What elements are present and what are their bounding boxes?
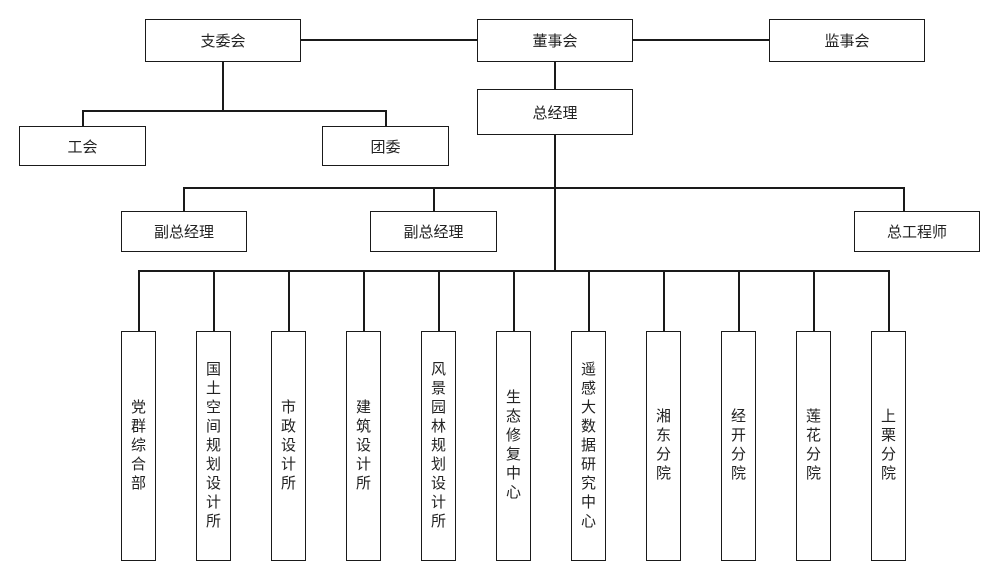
node-department: 建筑设计所: [346, 331, 381, 561]
connector-chief-up: [903, 187, 905, 212]
node-supervisory-board-label: 监事会: [824, 32, 870, 50]
connector-dept-1: [213, 270, 215, 332]
node-department-label: 经开分院: [729, 408, 747, 484]
node-department-label: 风景园林规划设计所: [429, 360, 447, 532]
node-supervisory-board: 监事会: [769, 19, 925, 62]
node-department-label: 党群综合部: [129, 398, 147, 494]
connector-dept-2: [288, 270, 290, 332]
connector-party-branch-h: [82, 110, 386, 112]
node-union-label: 工会: [67, 137, 98, 156]
node-department: 上栗分院: [871, 331, 906, 561]
node-youth-league: 团委: [322, 126, 449, 166]
node-department: 遥感大数据研究中心: [571, 331, 606, 561]
node-party-branch: 支委会: [145, 19, 301, 62]
connector-deputy1-up: [183, 187, 185, 212]
node-chief-engineer: 总工程师: [854, 211, 980, 252]
node-department: 生态修复中心: [496, 331, 531, 561]
connector-dept-9: [813, 270, 815, 332]
node-department-label: 市政设计所: [279, 398, 297, 494]
node-deputy-gm-2: 副总经理: [370, 211, 497, 252]
node-department-label: 生态修复中心: [504, 389, 522, 503]
connector-board-gm: [554, 61, 556, 90]
node-department-label: 建筑设计所: [354, 398, 372, 494]
node-deputy-gm-2-label: 副总经理: [403, 223, 464, 241]
node-department-label: 遥感大数据研究中心: [579, 360, 597, 532]
connector-dept-3: [363, 270, 365, 332]
connector-dept-7: [663, 270, 665, 332]
node-department-label: 湘东分院: [654, 408, 672, 484]
node-department-label: 莲花分院: [804, 408, 822, 484]
node-department: 国土空间规划设计所: [196, 331, 231, 561]
node-department-label: 国土空间规划设计所: [204, 360, 222, 532]
connector-gm-down: [554, 134, 556, 270]
connector-party-board: [300, 39, 478, 41]
node-general-manager: 总经理: [477, 89, 633, 135]
node-party-branch-label: 支委会: [200, 32, 246, 50]
node-chief-engineer-label: 总工程师: [886, 223, 947, 241]
connector-dept-4: [438, 270, 440, 332]
node-deputy-gm-1: 副总经理: [121, 211, 247, 252]
node-board: 董事会: [477, 19, 633, 62]
node-deputy-gm-1-label: 副总经理: [153, 223, 214, 241]
node-department-label: 上栗分院: [879, 408, 897, 484]
connector-party-down: [222, 61, 224, 111]
node-board-label: 董事会: [532, 32, 578, 50]
node-department: 市政设计所: [271, 331, 306, 561]
node-department: 党群综合部: [121, 331, 156, 561]
connector-youth-up: [385, 110, 387, 127]
connector-union-up: [82, 110, 84, 127]
connector-dept-8: [738, 270, 740, 332]
connector-board-supervisory: [632, 39, 770, 41]
connector-dept-6: [588, 270, 590, 332]
node-youth-league-label: 团委: [370, 137, 401, 156]
connector-deputy2-up: [433, 187, 435, 212]
node-department: 风景园林规划设计所: [421, 331, 456, 561]
connector-dept-0: [138, 270, 140, 332]
node-general-manager-label: 总经理: [532, 103, 578, 122]
connector-managers-h: [183, 187, 904, 189]
node-union: 工会: [19, 126, 146, 166]
node-department: 经开分院: [721, 331, 756, 561]
node-department: 湘东分院: [646, 331, 681, 561]
connector-dept-10: [888, 270, 890, 332]
node-department: 莲花分院: [796, 331, 831, 561]
connector-dept-5: [513, 270, 515, 332]
